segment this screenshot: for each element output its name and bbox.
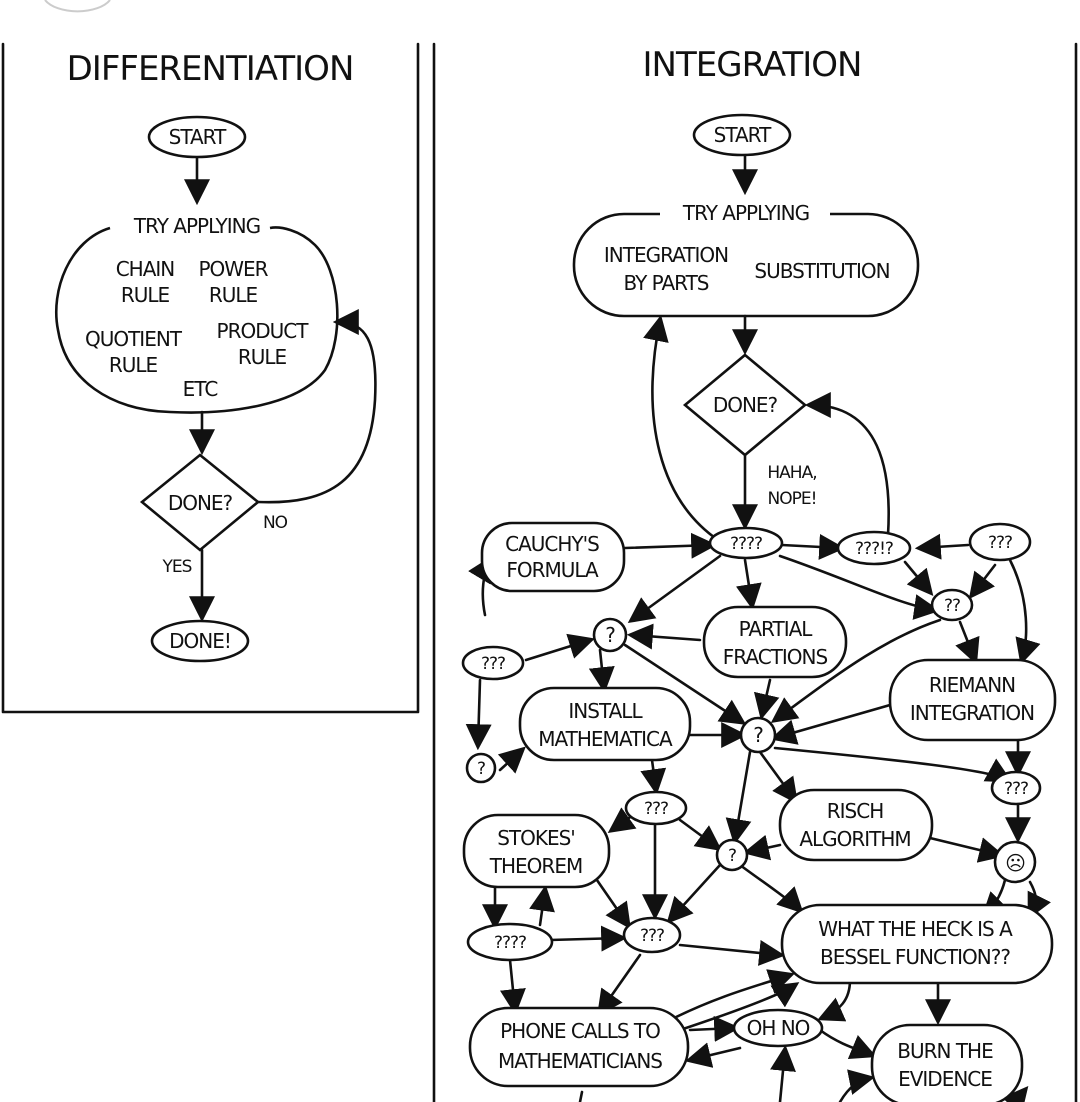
q1-left-label: ? [477, 759, 485, 779]
riemann-label-2: INTEGRATION [910, 701, 1034, 725]
oh-no-label: OH NO [747, 1016, 810, 1040]
q3-low-label: ??? [640, 926, 664, 946]
diff-try-applying-box [54, 226, 339, 414]
install-label-2: MATHEMATICA [538, 727, 673, 751]
phone-label-1: PHONE CALLS TO [500, 1019, 660, 1043]
int-haha-label: HAHA, [767, 463, 816, 483]
integration-title: INTEGRATION [643, 45, 862, 85]
diff-product-label: PRODUCT [217, 319, 310, 343]
diff-done-diamond [139, 453, 261, 552]
burn-label-1: BURN THE [897, 1039, 993, 1063]
int-nope-label: NOPE! [768, 489, 817, 509]
riemann-integration-node: RIEMANN INTEGRATION [888, 658, 1057, 742]
diff-etc-label: ETC [183, 377, 218, 401]
q2-label: ?? [944, 596, 960, 616]
q3-left-node: ??? [461, 645, 525, 681]
stokes-label-2: THEOREM [489, 854, 582, 878]
burn-evidence-node: BURN THE EVIDENCE [870, 1023, 1024, 1102]
q1-center-node: ? [739, 716, 777, 754]
stokes-label-1: STOKES' [497, 826, 575, 850]
phone-label-2: MATHEMATICIANS [498, 1049, 662, 1073]
diff-quotient-label: QUOTIENT [85, 327, 183, 351]
q3-low-node: ??? [622, 916, 682, 954]
q4-top-label: ???? [730, 534, 762, 554]
q2-node: ?? [930, 588, 974, 622]
differentiation-title: DIFFERENTIATION [67, 49, 354, 89]
q1-low-label: ? [728, 846, 736, 866]
q-excl-label: ???!? [855, 539, 893, 559]
int-start-label: START [714, 123, 772, 147]
cauchy-label-1: CAUCHY'S [505, 532, 599, 556]
q3-left-label: ??? [481, 654, 505, 674]
q1-a-node: ? [592, 617, 628, 653]
q4-low-label: ???? [494, 933, 526, 953]
riemann-label-1: RIEMANN [929, 673, 1015, 697]
q3-far-right-label: ??? [1004, 779, 1028, 799]
bessel-label-2: BESSEL FUNCTION?? [820, 945, 1010, 969]
phone-calls-node: PHONE CALLS TO MATHEMATICIANS [468, 1006, 690, 1088]
differentiation-panel: DIFFERENTIATION START TRY APPLYING CHAIN… [1, 42, 420, 714]
risch-algorithm-node: RISCH ALGORITHM [778, 788, 934, 862]
bessel-label-1: WHAT THE HECK IS A [818, 917, 1013, 941]
q-excl-node: ???!? [836, 530, 912, 566]
int-integration-label: INTEGRATION [604, 243, 728, 267]
q3-right-top-node: ??? [968, 522, 1032, 562]
diff-done-final-label: DONE! [169, 629, 231, 653]
frown-node: ☹ [993, 840, 1037, 884]
q4-low-node: ???? [466, 922, 554, 962]
integration-edges [465, 314, 1051, 1102]
q1-low-node: ? [715, 838, 749, 872]
q4-top-node: ???? [708, 526, 784, 560]
diff-power-label: POWER [198, 257, 268, 281]
q3-mid-label: ??? [644, 799, 668, 819]
frown-icon: ☹ [1005, 851, 1025, 875]
cauchy-label-2: FORMULA [506, 558, 599, 582]
risch-label-1: RISCH [827, 799, 884, 823]
install-label-1: INSTALL [568, 699, 643, 723]
int-done-label: DONE? [713, 393, 778, 417]
q1-a-label: ? [605, 623, 615, 647]
q3-far-right-node: ??? [990, 770, 1042, 806]
partial-label-2: FRACTIONS [723, 645, 828, 669]
oh-no-node: OH NO [732, 1008, 824, 1048]
diff-yes-label: YES [162, 557, 192, 577]
q3-mid-node: ??? [624, 790, 688, 826]
risch-label-2: ALGORITHM [799, 827, 910, 851]
diff-product-rule-label: RULE [238, 345, 287, 369]
diff-chain-rule-label: RULE [121, 283, 170, 307]
partial-circle-decoration [44, 0, 111, 13]
partial-label-1: PARTIAL [739, 617, 814, 641]
integration-panel: INTEGRATION START TRY APPLYING INTEGRATI… [432, 42, 1078, 1102]
q1-center-label: ? [753, 723, 763, 747]
install-mathematica-node: INSTALL MATHEMATICA [518, 686, 692, 762]
q3-right-top-label: ??? [988, 533, 1012, 553]
diff-try-applying-label: TRY APPLYING [133, 214, 260, 238]
diff-quotient-rule-label: RULE [109, 353, 158, 377]
stokes-theorem-node: STOKES' THEOREM [462, 813, 611, 889]
bessel-function-node: WHAT THE HECK IS A BESSEL FUNCTION?? [780, 903, 1054, 985]
int-try-applying-label: TRY APPLYING [682, 201, 809, 225]
diff-power-rule-label: RULE [209, 283, 258, 307]
diff-no-label: NO [263, 513, 288, 533]
diff-start-label: START [169, 125, 227, 149]
int-by-parts-label: BY PARTS [623, 271, 708, 295]
cauchy-formula-node: CAUCHY'S FORMULA [480, 521, 626, 593]
partial-fractions-node: PARTIAL FRACTIONS [702, 605, 848, 679]
int-substitution-label: SUBSTITUTION [754, 259, 889, 283]
burn-label-2: EVIDENCE [898, 1067, 992, 1091]
q1-left-node: ? [465, 752, 497, 784]
diff-done-label: DONE? [168, 491, 233, 515]
diff-chain-label: CHAIN [116, 257, 175, 281]
